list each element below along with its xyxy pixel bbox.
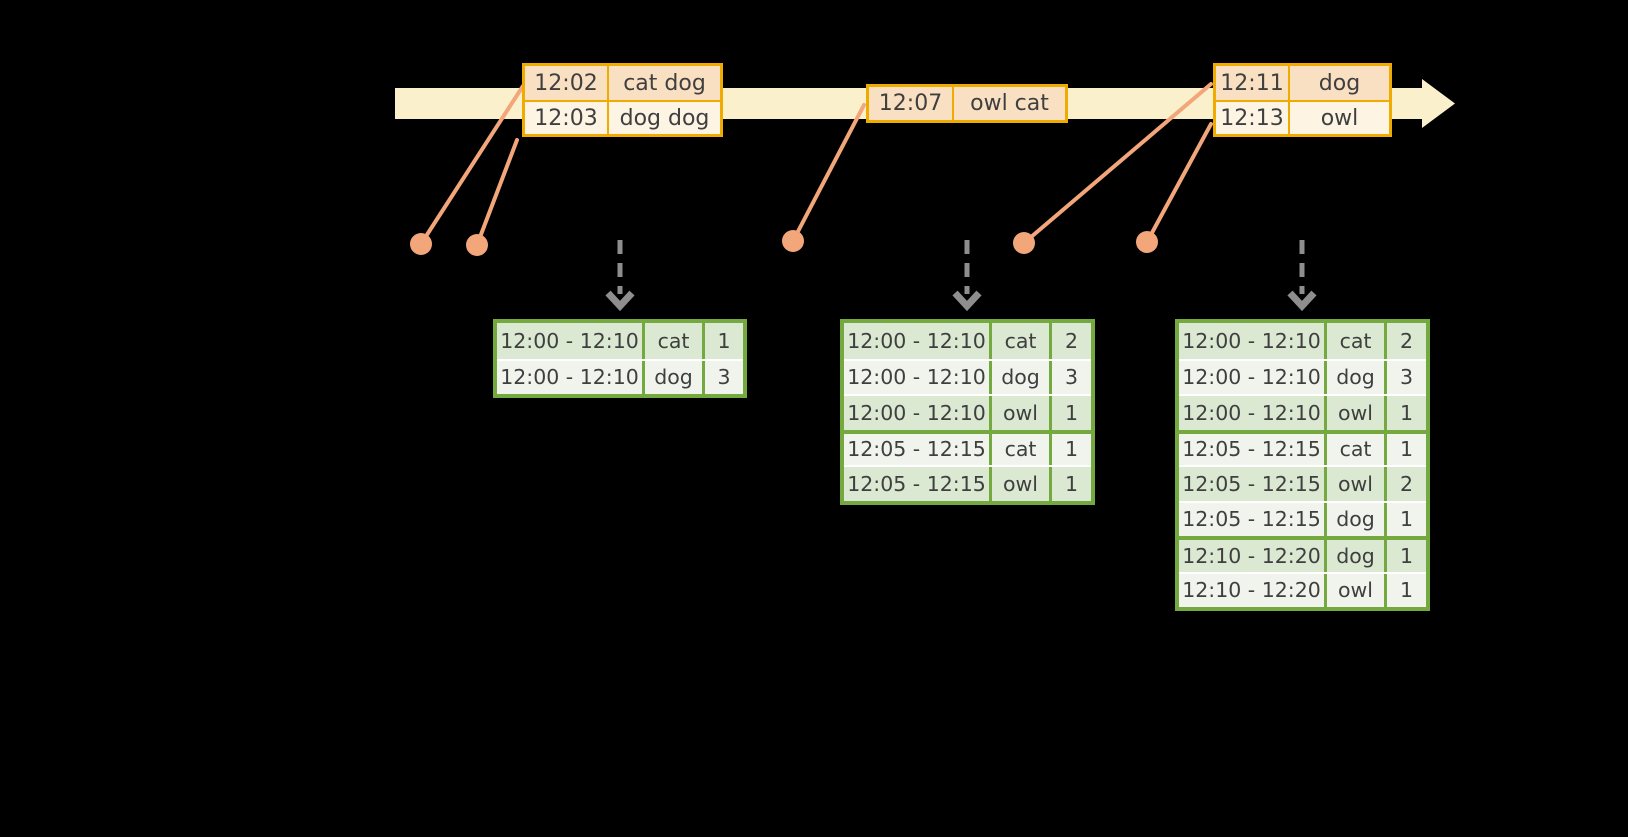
connector-line [475, 138, 519, 247]
windowed-counts-table-2: 12:00 - 12:10 cat 2 12:00 - 12:10 dog 3 … [840, 319, 1095, 505]
word-cell: dog [989, 360, 1049, 394]
window-cell: 12:00 - 12:10 [1179, 396, 1324, 430]
count-cell: 1 [1049, 467, 1091, 501]
connector-line [791, 103, 866, 243]
event-time-cell: 12:02 [525, 66, 607, 100]
window-cell: 12:00 - 12:10 [844, 360, 989, 394]
event-time-cell: 12:13 [1216, 102, 1288, 134]
connector-line [1022, 82, 1213, 245]
timeline-arrowhead-icon [1422, 79, 1455, 128]
word-cell: owl [1324, 396, 1384, 430]
word-cell: owl [989, 467, 1049, 501]
result-row: 12:00 - 12:10 dog 3 [1179, 358, 1426, 394]
event-row: 12:11 dog [1216, 66, 1389, 100]
count-cell: 1 [1384, 433, 1426, 465]
word-cell: cat [1324, 433, 1384, 465]
result-row: 12:10 - 12:20 dog 1 [1179, 536, 1426, 572]
window-cell: 12:00 - 12:10 [497, 360, 642, 394]
event-dot [466, 234, 488, 256]
result-row: 12:05 - 12:15 cat 1 [1179, 429, 1426, 465]
word-cell: cat [642, 323, 702, 359]
result-row: 12:00 - 12:10 cat 2 [844, 323, 1091, 359]
result-row: 12:00 - 12:10 dog 3 [844, 358, 1091, 394]
window-cell: 12:00 - 12:10 [844, 396, 989, 430]
window-cell: 12:05 - 12:15 [844, 467, 989, 501]
word-cell: cat [989, 433, 1049, 465]
count-cell: 3 [1384, 360, 1426, 394]
event-row: 12:07 owl cat [869, 87, 1065, 120]
event-time-cell: 12:03 [525, 102, 607, 134]
event-row: 12:03 dog dog [525, 100, 720, 134]
result-row: 12:00 - 12:10 owl 1 [1179, 394, 1426, 430]
count-cell: 2 [1384, 467, 1426, 501]
word-cell: dog [1324, 502, 1384, 536]
count-cell: 3 [1049, 360, 1091, 394]
event-row: 12:02 cat dog [525, 66, 720, 100]
result-row: 12:05 - 12:15 owl 1 [844, 465, 1091, 501]
input-events-table-2: 12:07 owl cat [866, 84, 1068, 123]
window-cell: 12:05 - 12:15 [1179, 467, 1324, 501]
count-cell: 1 [1384, 540, 1426, 572]
event-dots [410, 230, 1158, 256]
connector-line [419, 84, 525, 246]
event-words-cell: owl [1288, 102, 1389, 134]
down-arrowhead-icon [952, 290, 982, 312]
window-cell: 12:00 - 12:10 [497, 323, 642, 359]
event-row: 12:13 owl [1216, 100, 1389, 134]
event-connectors [419, 82, 1213, 247]
result-row: 12:10 - 12:20 owl 1 [1179, 571, 1426, 607]
count-cell: 1 [1384, 396, 1426, 430]
window-cell: 12:05 - 12:15 [1179, 502, 1324, 536]
count-cell: 1 [1384, 502, 1426, 536]
result-row: 12:00 - 12:10 cat 1 [497, 323, 743, 359]
count-cell: 1 [1384, 573, 1426, 607]
result-row: 12:05 - 12:15 cat 1 [844, 429, 1091, 465]
result-row: 12:00 - 12:10 owl 1 [844, 394, 1091, 430]
event-words-cell: dog [1288, 66, 1389, 100]
word-cell: owl [989, 396, 1049, 430]
event-words-cell: dog dog [607, 102, 720, 134]
word-cell: cat [989, 323, 1049, 359]
result-row: 12:05 - 12:15 dog 1 [1179, 500, 1426, 536]
window-cell: 12:00 - 12:10 [1179, 323, 1324, 359]
window-cell: 12:00 - 12:10 [1179, 360, 1324, 394]
result-row: 12:00 - 12:10 cat 2 [1179, 323, 1426, 359]
count-cell: 2 [1049, 323, 1091, 359]
count-cell: 3 [702, 360, 743, 394]
count-cell: 2 [1384, 323, 1426, 359]
connector-line [1145, 122, 1213, 244]
word-cell: dog [642, 360, 702, 394]
event-dot [782, 230, 804, 252]
window-cell: 12:00 - 12:10 [844, 323, 989, 359]
input-events-table-1: 12:02 cat dog 12:03 dog dog [522, 63, 723, 137]
event-words-cell: owl cat [952, 87, 1065, 120]
word-cell: dog [1324, 540, 1384, 572]
windowed-counts-table-3: 12:00 - 12:10 cat 2 12:00 - 12:10 dog 3 … [1175, 319, 1430, 611]
word-cell: cat [1324, 323, 1384, 359]
down-arrowhead-icon [1287, 290, 1317, 312]
windowed-counts-table-1: 12:00 - 12:10 cat 1 12:00 - 12:10 dog 3 [493, 319, 747, 398]
input-events-table-3: 12:11 dog 12:13 owl [1213, 63, 1392, 137]
word-cell: owl [1324, 467, 1384, 501]
word-cell: owl [1324, 573, 1384, 607]
event-words-cell: cat dog [607, 66, 720, 100]
window-cell: 12:05 - 12:15 [844, 433, 989, 465]
window-cell: 12:10 - 12:20 [1179, 573, 1324, 607]
event-dot [410, 233, 432, 255]
count-cell: 1 [1049, 433, 1091, 465]
count-cell: 1 [702, 323, 743, 359]
window-cell: 12:05 - 12:15 [1179, 433, 1324, 465]
count-cell: 1 [1049, 396, 1091, 430]
word-cell: dog [1324, 360, 1384, 394]
down-arrowhead-icon [605, 290, 635, 312]
event-dot [1013, 232, 1035, 254]
result-row: 12:05 - 12:15 owl 2 [1179, 465, 1426, 501]
result-row: 12:00 - 12:10 dog 3 [497, 358, 743, 394]
event-dot [1136, 231, 1158, 253]
event-time-cell: 12:11 [1216, 66, 1288, 100]
trigger-arrows [605, 240, 1317, 312]
window-cell: 12:10 - 12:20 [1179, 540, 1324, 572]
event-time-cell: 12:07 [869, 87, 952, 120]
